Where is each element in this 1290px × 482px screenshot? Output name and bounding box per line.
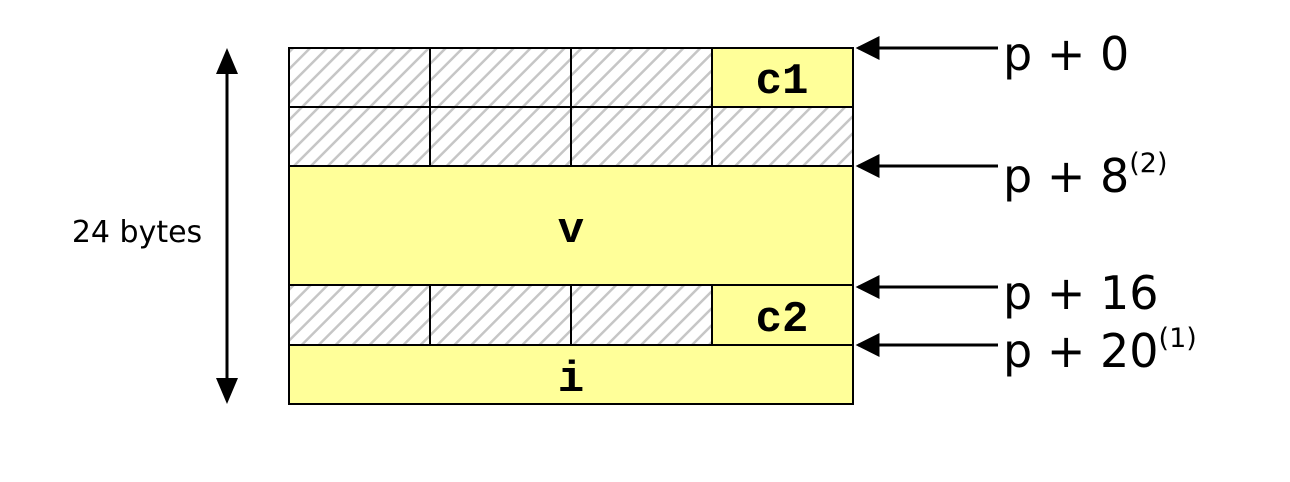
size-label: 24 bytes <box>72 215 202 250</box>
offset-label: p + 20(1) <box>1003 323 1197 378</box>
padding-cell <box>429 106 572 167</box>
offset-p0: p + 0 <box>855 27 1129 81</box>
field-c2-label: c2 <box>756 295 809 345</box>
field-c2-cell <box>711 284 854 346</box>
padding-cell <box>570 47 713 108</box>
padding-cell <box>288 284 431 346</box>
size-arrow-bottom-icon <box>216 378 238 404</box>
row-padding <box>288 106 854 167</box>
padding-cell <box>288 106 431 167</box>
field-i-label: i <box>558 355 584 405</box>
padding-cell <box>570 106 713 167</box>
offset-label: p + 0 <box>1003 27 1129 81</box>
row-i: i <box>288 344 854 405</box>
field-c1-label: c1 <box>756 57 809 107</box>
padding-cell <box>429 47 572 108</box>
padding-cell <box>429 284 572 346</box>
offset-superscript: (2) <box>1129 148 1167 179</box>
field-v-label: v <box>558 206 584 256</box>
offset-label: p + 8(2) <box>1003 148 1168 203</box>
size-label-bg <box>48 208 218 252</box>
padding-cell <box>570 284 713 346</box>
offset-p20: p + 20(1) <box>855 323 1197 378</box>
field-c1-cell <box>711 47 854 108</box>
field-i-cell <box>288 344 854 405</box>
offset-p16: p + 16 <box>855 266 1159 320</box>
row-0-7: c1 <box>288 47 854 108</box>
row-c2: c2 <box>288 284 854 346</box>
size-bracket: 24 bytes <box>48 48 238 404</box>
size-arrow-top-icon <box>216 48 238 74</box>
offset-superscript: (1) <box>1159 323 1197 354</box>
row-v: v <box>288 165 854 286</box>
offset-label: p + 16 <box>1003 266 1159 320</box>
offset-p8: p + 8(2) <box>855 148 1168 203</box>
padding-cell <box>288 47 431 108</box>
padding-cell <box>711 106 854 167</box>
